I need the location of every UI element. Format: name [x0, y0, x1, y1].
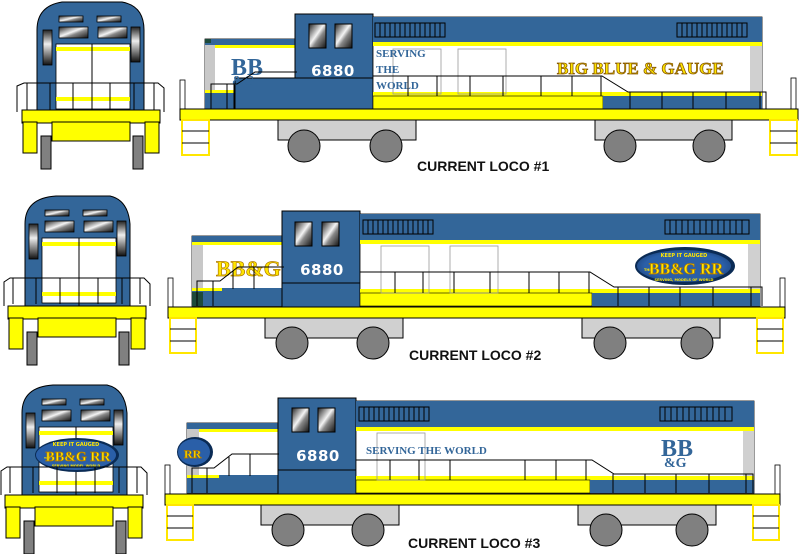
- radiator-grille-icon: [358, 406, 430, 422]
- headlight-icon: [82, 209, 108, 217]
- cab-window: [317, 407, 336, 433]
- herald-emblem-partial: RR: [177, 437, 213, 467]
- step-ladder: [769, 119, 798, 156]
- svg-text:SERVING: SERVING: [376, 48, 426, 60]
- wheel: [680, 326, 714, 360]
- road-name: BIG BLUE & GAUGE: [557, 59, 724, 78]
- bbg-logo: BB: [231, 55, 263, 81]
- wheel: [692, 129, 726, 163]
- windshield-right: [97, 26, 128, 39]
- svg-text:THE: THE: [376, 64, 399, 76]
- cab-window: [321, 221, 340, 247]
- step-ladder: [166, 504, 194, 541]
- step-ladder: [756, 317, 784, 354]
- wheel: [351, 513, 385, 547]
- svg-text:SERVING MODEL WORLD: SERVING MODEL WORLD: [52, 464, 101, 468]
- slogan: SERVING THE WORLD: [366, 445, 487, 457]
- headlight-icon: [44, 209, 70, 217]
- svg-text:RR: RR: [184, 447, 202, 461]
- svg-text:BB&G RR: BB&G RR: [46, 450, 112, 465]
- cab-window: [308, 23, 327, 49]
- radiator-grille-icon: [374, 22, 446, 38]
- side-window-left: [42, 29, 53, 66]
- windshield-left: [44, 220, 75, 233]
- front-view-loco-2: [3, 195, 151, 366]
- wheel: [132, 135, 144, 170]
- plow: [51, 121, 131, 142]
- road-number: 6880: [311, 62, 355, 80]
- side-window-right: [130, 26, 141, 63]
- radiator-grille-icon: [659, 406, 733, 422]
- bbg-logo: BB: [661, 436, 693, 462]
- wheel: [593, 326, 627, 360]
- side-view-loco-3: RR 6880 SERVING THE WORLD BB &G: [164, 397, 781, 551]
- svg-text:SERVING, MODELS OF WORLD: SERVING, MODELS OF WORLD: [655, 278, 714, 282]
- headlight-icon: [96, 15, 122, 23]
- headlight-icon: [79, 398, 105, 406]
- caption-loco-1: CURRENT LOCO #1: [417, 158, 549, 174]
- side-view-loco-1: 6880 BB &G SERVING THE WORLD BIG BLUE & …: [179, 13, 799, 174]
- cab-window: [291, 407, 310, 433]
- front-view-loco-3: KEEP IT GAUGED THE BB&G RR SERVING MODEL…: [0, 384, 148, 554]
- front-view-loco-1: [16, 1, 165, 170]
- radiator-grille-icon: [362, 219, 434, 235]
- wheel: [369, 129, 403, 163]
- running-deck: [179, 108, 799, 121]
- wheel: [356, 326, 390, 360]
- svg-text:KEEP IT GAUGED: KEEP IT GAUGED: [661, 253, 708, 259]
- road-number: 6880: [300, 261, 344, 279]
- road-number: 6880: [296, 447, 340, 465]
- svg-text:&G: &G: [664, 456, 687, 471]
- svg-text:&G: &G: [232, 74, 255, 89]
- pilot-deck: [21, 109, 161, 124]
- windshield-right: [83, 220, 114, 233]
- step-ladder: [181, 119, 210, 156]
- svg-text:BB&G RR: BB&G RR: [649, 261, 724, 278]
- hood-door: [457, 48, 507, 95]
- bbg-logo: BB&G: [216, 256, 281, 281]
- cab: [294, 13, 374, 79]
- windshield-left: [58, 26, 89, 39]
- wheel: [589, 513, 623, 547]
- cab-window: [294, 221, 313, 247]
- handrail: [210, 71, 297, 109]
- radiator-grille-icon: [676, 22, 748, 38]
- svg-text:WORLD: WORLD: [376, 80, 419, 92]
- wheel: [271, 513, 305, 547]
- step-ladder: [169, 317, 197, 354]
- side-view-loco-2: BB&G 6880 KEEP IT GAUGED THE BB&G RR SER: [167, 210, 786, 363]
- radiator-grille-icon: [664, 219, 750, 235]
- headlight-icon: [41, 398, 67, 406]
- hood-door: [392, 48, 442, 95]
- cab-window: [334, 23, 353, 49]
- wheel: [275, 326, 309, 360]
- nose-herald: KEEP IT GAUGED THE BB&G RR SERVING MODEL…: [35, 438, 119, 472]
- svg-text:THE: THE: [44, 456, 51, 460]
- caption-loco-3: CURRENT LOCO #3: [408, 535, 540, 551]
- caption-loco-2: CURRENT LOCO #2: [409, 347, 541, 363]
- handrail: [16, 82, 165, 112]
- wheel: [287, 129, 321, 163]
- svg-text:KEEP IT GAUGED: KEEP IT GAUGED: [53, 442, 100, 448]
- wheel: [603, 129, 637, 163]
- step-ladder: [752, 504, 780, 541]
- wheel: [40, 135, 52, 170]
- herald-emblem: KEEP IT GAUGED THE BB&G RR SERVING, MODE…: [635, 247, 735, 285]
- wheel: [675, 513, 709, 547]
- svg-text:THE: THE: [644, 268, 652, 272]
- headlight-icon: [58, 15, 84, 23]
